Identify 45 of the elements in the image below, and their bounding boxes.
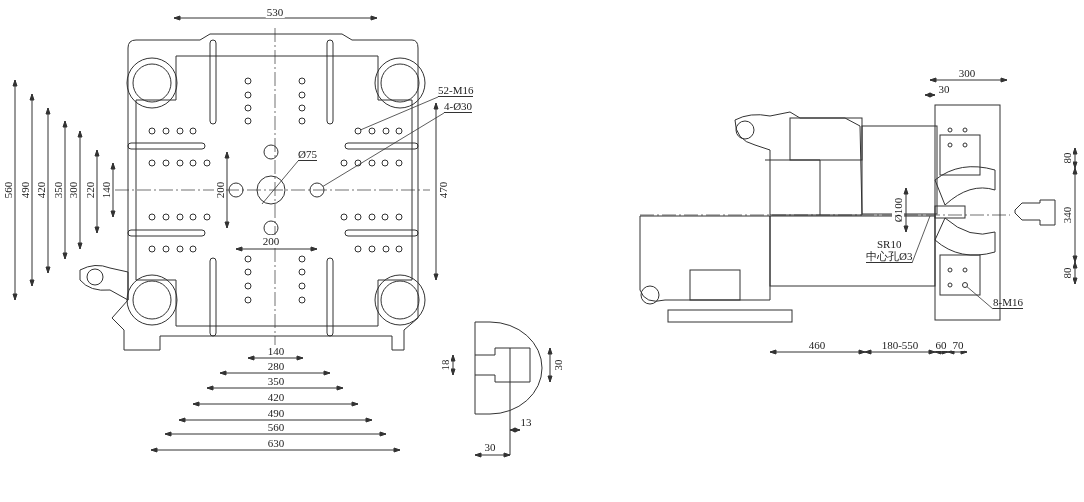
leader-line [911, 215, 931, 264]
dimension-text: 13 [519, 416, 533, 428]
dimension-text: 350 [52, 180, 64, 200]
dimension-text: 140 [100, 180, 112, 200]
dimension-text: 80 [1061, 151, 1073, 165]
dimension-text: Ø100 [892, 196, 904, 224]
dimension-text: 70 [951, 339, 965, 351]
callout-text: 4-Ø30 [444, 100, 473, 113]
bolt-hole [309, 182, 325, 198]
dimension-text: 490 [266, 407, 286, 419]
dimension-text: 560 [266, 421, 286, 433]
bolt-hole [354, 127, 362, 135]
dimension-text: 460 [807, 339, 827, 351]
dimension-text: 420 [266, 391, 286, 403]
dimension-text: 30 [483, 441, 497, 453]
bolt-hole [962, 282, 968, 288]
dimension-text: 560 [2, 180, 14, 200]
callout-text: 8-M16 [993, 296, 1023, 309]
dimension-text: 180-550 [880, 339, 920, 351]
leader-line [322, 112, 445, 187]
leader-line [261, 160, 299, 205]
dimension-text: 280 [266, 360, 286, 372]
dimension-text: 300 [67, 180, 79, 200]
callout-text: SR10 中心孔Ø3 [866, 238, 913, 263]
dimension-text: 220 [84, 180, 96, 200]
dimension-text: 630 [266, 437, 286, 449]
dimension-text: 140 [266, 345, 286, 357]
dimension-text: 18 [439, 358, 451, 372]
dimension-text: 30 [552, 358, 564, 372]
dimension-text: 530 [265, 6, 285, 18]
leader-line [966, 286, 994, 310]
dimension-text: 60 [934, 339, 948, 351]
dimension-text: 350 [266, 375, 286, 387]
dimension-text: 490 [19, 180, 31, 200]
dimension-text: 470 [437, 180, 449, 200]
dimension-text: 200 [214, 180, 226, 200]
leader-line [360, 96, 439, 131]
dimension-text: 30 [937, 83, 951, 95]
dimension-text: 80 [1061, 266, 1073, 280]
dimension-text: 200 [261, 235, 281, 247]
dimension-text: 340 [1061, 205, 1073, 225]
dimension-text: 300 [957, 67, 977, 79]
dimension-text: 420 [35, 180, 47, 200]
callout-text: 52-M16 [438, 84, 474, 97]
callout-text: Ø75 [298, 148, 317, 161]
